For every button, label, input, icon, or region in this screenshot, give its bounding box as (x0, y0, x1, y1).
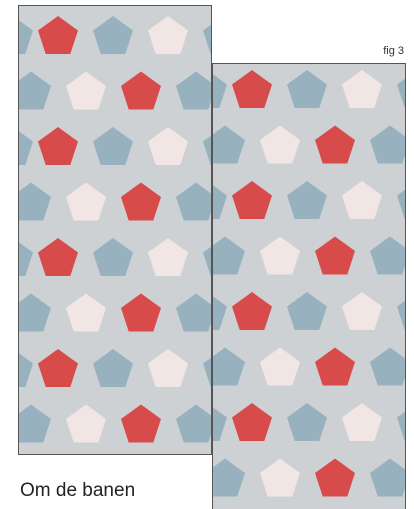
pink-pentagon (260, 347, 300, 386)
blue-pentagon (19, 353, 33, 387)
blue-pentagon (213, 185, 227, 219)
red-pentagon (315, 236, 355, 275)
blue-pentagon (287, 181, 327, 219)
pink-pentagon (148, 16, 188, 54)
blue-pentagon (287, 70, 327, 108)
red-pentagon (121, 293, 161, 332)
red-pentagon (121, 71, 161, 110)
red-pentagon (121, 404, 161, 443)
red-pentagon (315, 125, 355, 164)
blue-pentagon (213, 236, 245, 275)
blue-pentagon (213, 125, 245, 164)
pentagon-pattern (19, 16, 211, 443)
blue-pentagon (176, 71, 211, 110)
blue-pentagon (287, 292, 327, 330)
red-pentagon (121, 182, 161, 221)
caption-text: Om de banen (20, 480, 136, 501)
blue-pentagon (93, 238, 133, 276)
pink-pentagon (66, 182, 106, 221)
blue-pentagon (370, 236, 405, 275)
blue-pentagon (397, 189, 405, 219)
blue-pentagon (397, 411, 405, 441)
blue-pentagon (19, 182, 51, 221)
blue-pentagon (19, 293, 51, 332)
blue-pentagon (176, 182, 211, 221)
blue-pentagon (370, 125, 405, 164)
blue-pentagon (176, 293, 211, 332)
blue-pentagon (203, 357, 211, 387)
pink-pentagon (260, 125, 300, 164)
blue-pentagon (397, 78, 405, 108)
pink-pentagon (148, 238, 188, 276)
blue-pentagon (19, 71, 51, 110)
pentagon-pattern (213, 70, 405, 497)
red-pentagon (232, 181, 272, 219)
figure-label: fig 3 (383, 45, 404, 57)
blue-pentagon (19, 404, 51, 443)
blue-pentagon (93, 16, 133, 54)
red-pentagon (232, 292, 272, 330)
red-pentagon (38, 127, 78, 165)
blue-pentagon (397, 300, 405, 330)
blue-pentagon (203, 24, 211, 54)
red-pentagon (232, 403, 272, 441)
blue-pentagon (19, 20, 33, 54)
blue-pentagon (203, 246, 211, 276)
blue-pentagon (213, 347, 245, 386)
blue-pentagon (213, 458, 245, 497)
blue-pentagon (370, 347, 405, 386)
pink-pentagon (66, 71, 106, 110)
blue-pentagon (213, 74, 227, 108)
blue-pentagon (93, 349, 133, 387)
blue-pentagon (176, 404, 211, 443)
pink-pentagon (342, 181, 382, 219)
blue-pentagon (19, 242, 33, 276)
pink-pentagon (342, 403, 382, 441)
blue-pentagon (370, 458, 405, 497)
pink-pentagon (342, 70, 382, 108)
blue-pentagon (213, 407, 227, 441)
red-pentagon (315, 458, 355, 497)
pink-pentagon (342, 292, 382, 330)
blue-pentagon (287, 403, 327, 441)
pink-pentagon (66, 293, 106, 332)
red-pentagon (232, 70, 272, 108)
red-pentagon (38, 238, 78, 276)
pink-pentagon (148, 127, 188, 165)
pink-pentagon (260, 458, 300, 497)
blue-pentagon (203, 135, 211, 165)
fabric-panel-right (212, 63, 406, 509)
red-pentagon (38, 16, 78, 54)
blue-pentagon (213, 296, 227, 330)
fabric-panel-left (18, 5, 212, 455)
blue-pentagon (93, 127, 133, 165)
blue-pentagon (19, 131, 33, 165)
red-pentagon (38, 349, 78, 387)
pink-pentagon (260, 236, 300, 275)
pink-pentagon (66, 404, 106, 443)
red-pentagon (315, 347, 355, 386)
pink-pentagon (148, 349, 188, 387)
